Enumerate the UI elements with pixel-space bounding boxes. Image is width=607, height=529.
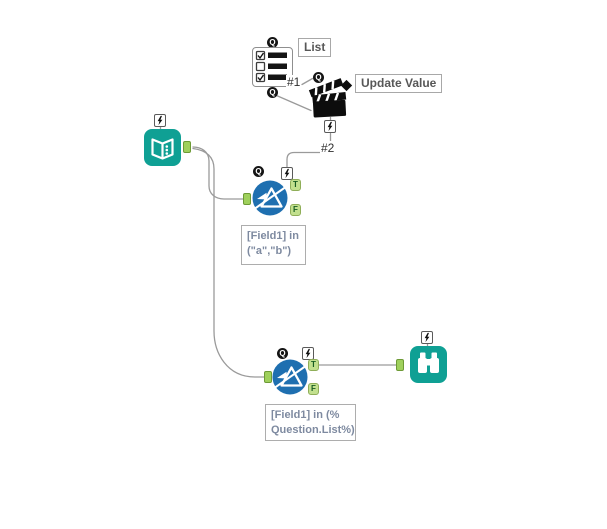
lightning-bolt-icon [157, 115, 163, 126]
listbox-tool-label[interactable]: List [298, 38, 332, 57]
filter-bottom-question-anchor[interactable]: Q [277, 348, 288, 359]
open-book-icon [151, 138, 174, 160]
action-question-anchor[interactable]: Q [313, 72, 324, 83]
filter-tool-top[interactable] [252, 180, 288, 216]
wire-textinput-to-filter-bottom[interactable] [192, 147, 265, 378]
annotation-line: ("a","b") [247, 245, 292, 257]
browse-tool[interactable] [410, 346, 447, 383]
clapperboard-icon [308, 78, 353, 118]
textinput-tool[interactable] [144, 129, 181, 166]
filter-top-annotation[interactable]: [Field1] in ("a","b") [241, 225, 306, 265]
action-tool-label[interactable]: Update Value [355, 74, 443, 93]
action-tool[interactable] [306, 74, 358, 122]
filter-bottom-true-output-anchor[interactable]: T [308, 359, 319, 371]
funnel-icon [252, 180, 288, 216]
lightning-bolt-icon [284, 168, 290, 179]
filter-top-false-output-anchor[interactable]: F [290, 204, 301, 216]
lightning-bolt-icon [424, 332, 430, 343]
filter-top-input-anchor[interactable] [243, 193, 251, 205]
lightning-bolt-icon [305, 348, 311, 359]
connection-1-label[interactable]: #1 [286, 75, 302, 89]
binoculars-icon [418, 352, 439, 373]
lightning-bolt-icon [327, 121, 333, 132]
funnel-icon [272, 359, 308, 395]
listbox-question-anchor-bottom[interactable]: Q [267, 87, 278, 98]
wire-label1-to-action-q[interactable] [301, 77, 314, 86]
annotation-line: [Field1] in [247, 230, 299, 242]
wire-listbox-q-to-action[interactable] [275, 94, 312, 112]
browse-input-anchor[interactable] [396, 359, 404, 371]
action-lightning-anchor[interactable] [324, 120, 336, 133]
filter-bottom-false-output-anchor[interactable]: F [308, 383, 319, 395]
filter-top-lightning-anchor[interactable] [281, 167, 293, 180]
browse-lightning-badge[interactable] [421, 331, 433, 344]
filter-top-true-output-anchor[interactable]: T [290, 179, 301, 191]
textinput-output-anchor[interactable] [183, 141, 191, 153]
annotation-line: [Field1] in (% [271, 409, 340, 421]
filter-bottom-annotation[interactable]: [Field1] in (% Question.List%) [265, 404, 356, 441]
annotation-line: Question.List%) [271, 424, 355, 436]
connection-2-label[interactable]: #2 [320, 141, 336, 155]
textinput-lightning-badge[interactable] [154, 114, 166, 127]
filter-top-question-anchor[interactable]: Q [253, 166, 264, 177]
listbox-question-anchor-top[interactable]: Q [267, 37, 278, 48]
filter-tool-bottom[interactable] [272, 359, 308, 395]
wire-label2-to-filter-top-lightning[interactable] [286, 151, 322, 168]
wire-textinput-to-filter-top[interactable] [192, 146, 244, 200]
checklist-icon [255, 50, 287, 83]
filter-bottom-input-anchor[interactable] [264, 371, 272, 383]
